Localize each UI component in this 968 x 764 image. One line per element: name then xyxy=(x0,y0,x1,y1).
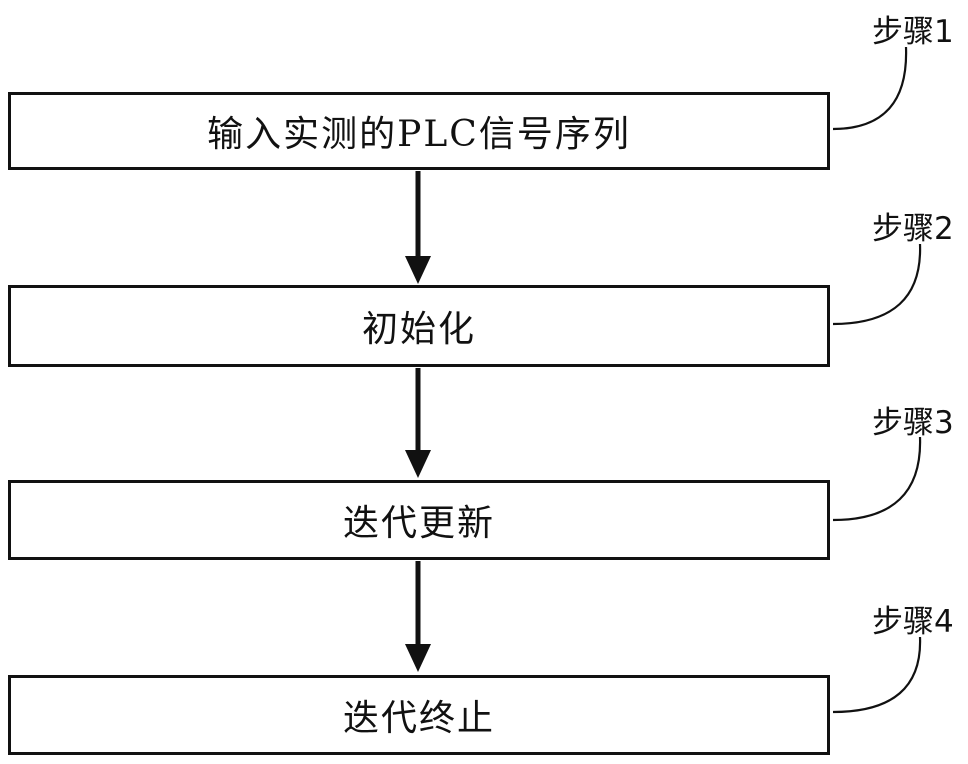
flow-box-label: 输入实测的PLC信号序列 xyxy=(207,114,631,155)
step2-connector-curve xyxy=(832,243,922,326)
down-arrow-2 xyxy=(405,368,431,478)
flow-box-iterative-update: 迭代更新 xyxy=(8,480,830,560)
flow-box-iteration-termination: 迭代终止 xyxy=(8,675,830,755)
down-arrow-head-icon xyxy=(405,450,431,478)
step-label-4: 步骤4 xyxy=(872,604,954,640)
step4-connector-curve xyxy=(832,636,922,714)
step-label-2: 步骤2 xyxy=(872,211,954,247)
flow-box-initialization: 初始化 xyxy=(8,285,830,367)
down-arrow-3 xyxy=(405,561,431,672)
step3-connector-curve xyxy=(832,436,922,522)
step1-connector-curve xyxy=(832,46,908,131)
flow-box-label: 初始化 xyxy=(361,309,476,350)
flow-box-label: 迭代终止 xyxy=(342,698,495,739)
flow-box-input-plc-sequence: 输入实测的PLC信号序列 xyxy=(8,92,830,170)
step-label-3: 步骤3 xyxy=(872,405,954,441)
step-label-1: 步骤1 xyxy=(872,14,954,50)
down-arrow-head-icon xyxy=(405,256,431,284)
down-arrow-1 xyxy=(405,171,431,284)
down-arrow-head-icon xyxy=(405,644,431,672)
flow-box-label: 迭代更新 xyxy=(342,503,495,544)
